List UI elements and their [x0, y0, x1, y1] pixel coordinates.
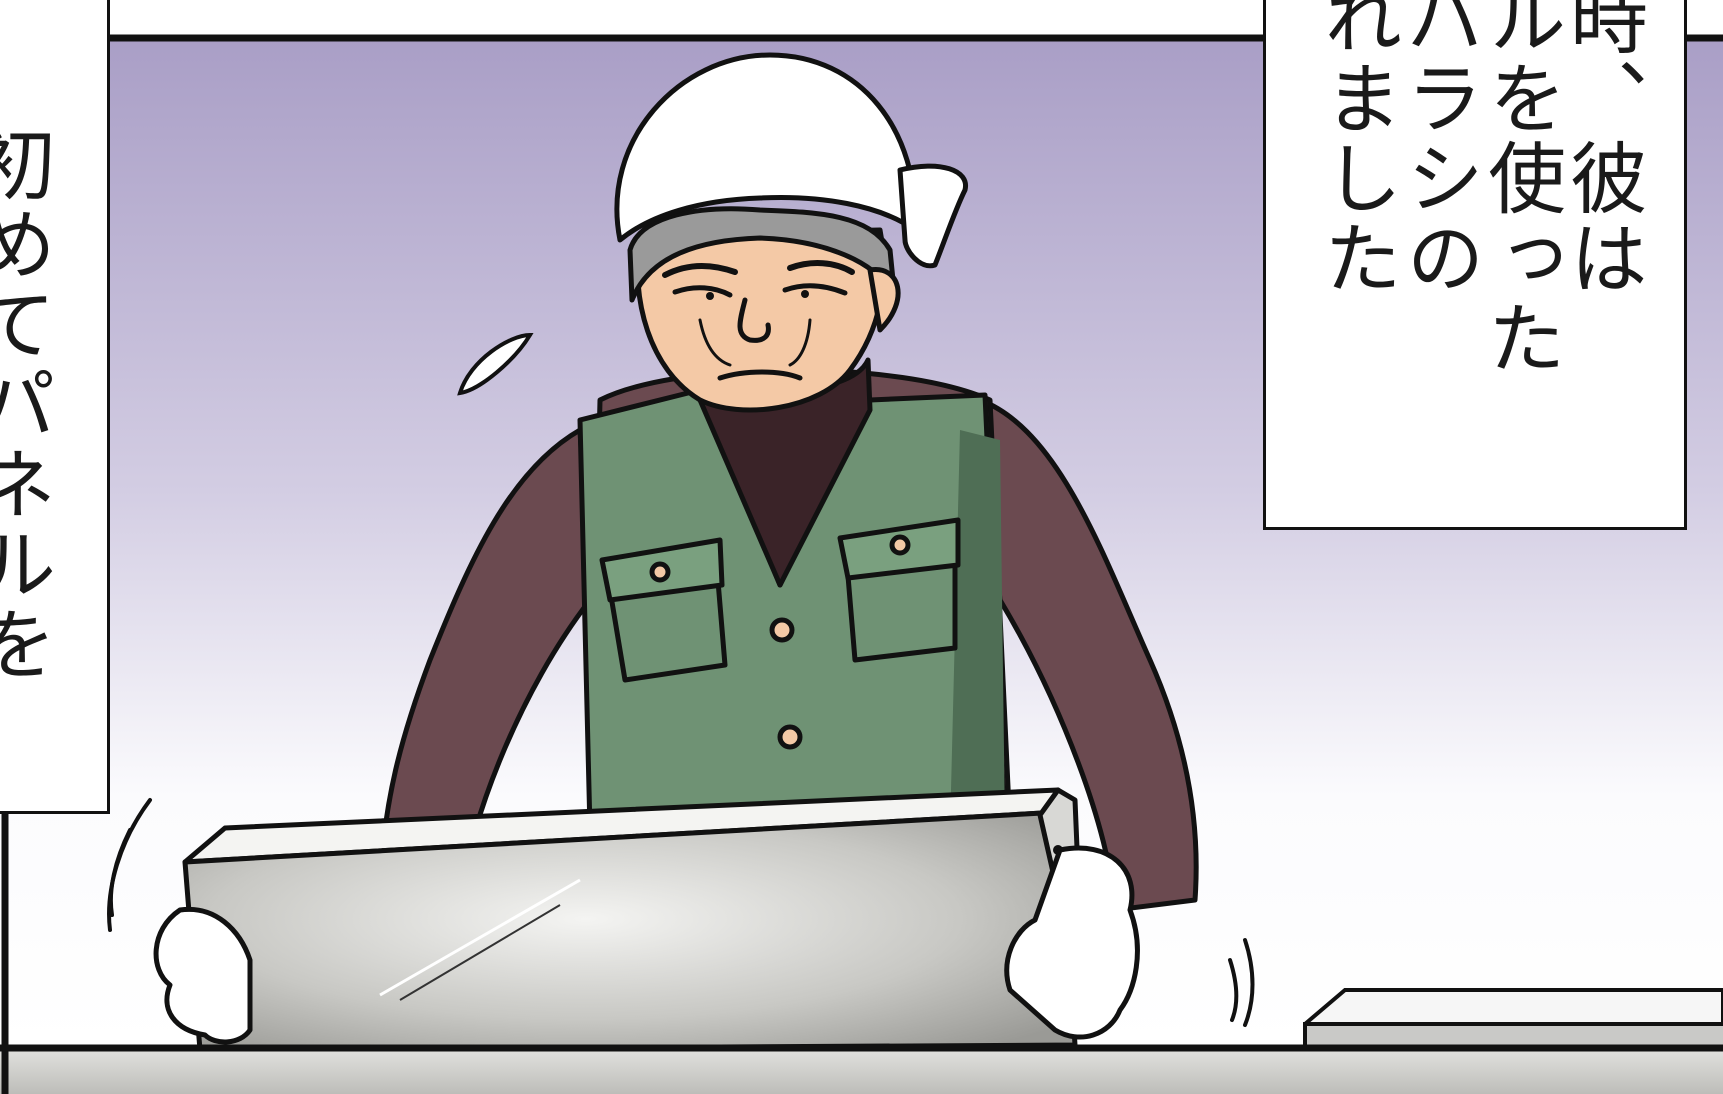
eyebrow-right: [787, 260, 855, 275]
right-glove: [1004, 845, 1140, 1040]
nose: [737, 297, 771, 343]
left-arm: [377, 427, 593, 903]
bandana-knot: [897, 163, 968, 269]
mouth: [717, 369, 803, 381]
vest-button: [769, 617, 795, 643]
caption-box-left: 初めてパネルを: [0, 0, 110, 814]
motion-lines: [107, 332, 1255, 1027]
right-arm: [977, 397, 1199, 913]
caption-text-left: 初めてパネルを: [0, 124, 55, 684]
eyebrow-left: [662, 263, 738, 278]
eye-right: [782, 283, 848, 296]
vest-button: [889, 534, 911, 556]
ear-right: [867, 267, 901, 333]
back-counter: [1303, 988, 1723, 1052]
gloved-hands: [153, 845, 1140, 1045]
caption-text-right: 時、彼は ルを使った バラシの れました: [1311, 0, 1647, 378]
work-table: [0, 1044, 1723, 1094]
stone-slab: [182, 787, 1083, 1053]
eye-left: [672, 285, 733, 298]
vest-button: [777, 724, 803, 750]
vest-button: [649, 561, 671, 583]
worker-figure: [377, 52, 1199, 913]
left-glove: [153, 906, 253, 1045]
caption-box-right: 時、彼は ルを使った バラシの れました: [1263, 0, 1687, 530]
